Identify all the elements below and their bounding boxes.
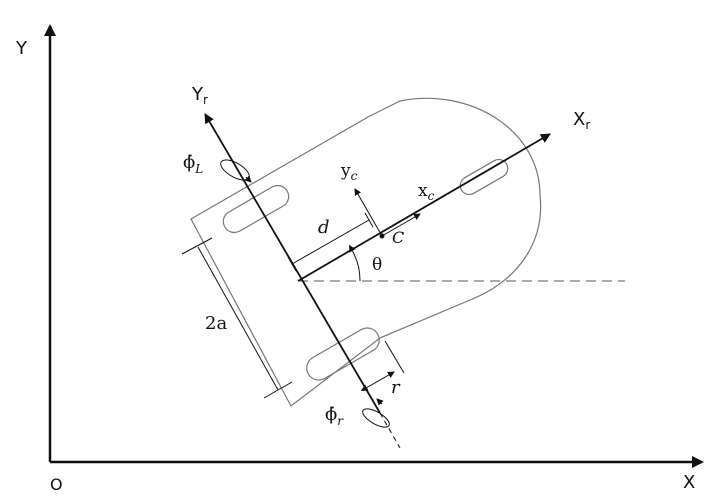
- track-label: 2a: [205, 313, 227, 334]
- center-x-axis-arrow: [381, 213, 421, 237]
- robot-x-axis-label: Xr: [573, 109, 590, 132]
- center-point-label: C: [392, 228, 404, 247]
- robot-y-axis-letter: Y: [191, 84, 204, 105]
- center-x-label: xc: [418, 181, 435, 203]
- offset-dimension-tick-rear: [287, 256, 297, 272]
- offset-label: d: [318, 217, 330, 238]
- center-y-letter: y: [340, 161, 351, 181]
- center-x-letter: x: [418, 181, 428, 201]
- track-dimension-line: [197, 246, 279, 391]
- global-y-label: Y: [15, 38, 28, 59]
- right-wheel-speed-symbol: ϕ̇: [325, 404, 337, 425]
- left-wheel-rotation-indicator: [220, 159, 250, 181]
- caster-wheel: [459, 158, 509, 196]
- wheel-radius-dimension: [360, 371, 395, 391]
- robot-x-axis: [297, 133, 551, 282]
- right-wheel: [306, 327, 380, 381]
- robot-y-axis-dashed-extension: [379, 412, 401, 449]
- left-wheel-rotation-arrow: [244, 175, 252, 183]
- robot-y-axis-label: Yr: [191, 84, 208, 107]
- center-y-subscript: c: [351, 169, 358, 183]
- center-x-subscript: c: [428, 189, 435, 203]
- offset-dimension-tick-front: [364, 212, 374, 228]
- left-wheel-speed-subscript: L: [194, 162, 203, 176]
- left-wheel-speed-symbol: ϕ̇: [183, 152, 195, 173]
- robot-y-axis-subscript: r: [203, 93, 208, 107]
- robot-x-axis-letter: X: [573, 109, 585, 130]
- robot-body-outline: [190, 97, 542, 407]
- robot-x-axis-subscript: r: [585, 118, 590, 132]
- global-x-label: X: [683, 472, 695, 493]
- right-wheel-speed-subscript: r: [337, 414, 344, 428]
- wheel-radius-label: r: [391, 377, 401, 398]
- wheel-radius-tick: [384, 340, 405, 374]
- heading-angle-arc: [349, 244, 361, 282]
- origin-label: O: [50, 475, 63, 494]
- heading-angle-label: θ: [372, 255, 382, 275]
- right-wheel-rotation-indicator: [362, 408, 390, 428]
- left-wheel-speed-label: ϕ̇L: [183, 152, 203, 176]
- track-dimension-tick-bottom: [263, 381, 293, 399]
- track-dimension-tick-top: [181, 237, 213, 255]
- left-wheel: [222, 184, 290, 234]
- right-wheel-rotation-arrow: [376, 398, 384, 406]
- center-y-axis: [354, 188, 383, 237]
- center-y-label: yc: [340, 161, 358, 183]
- right-wheel-speed-label: ϕ̇r: [325, 404, 344, 428]
- offset-dimension-line: [291, 219, 370, 265]
